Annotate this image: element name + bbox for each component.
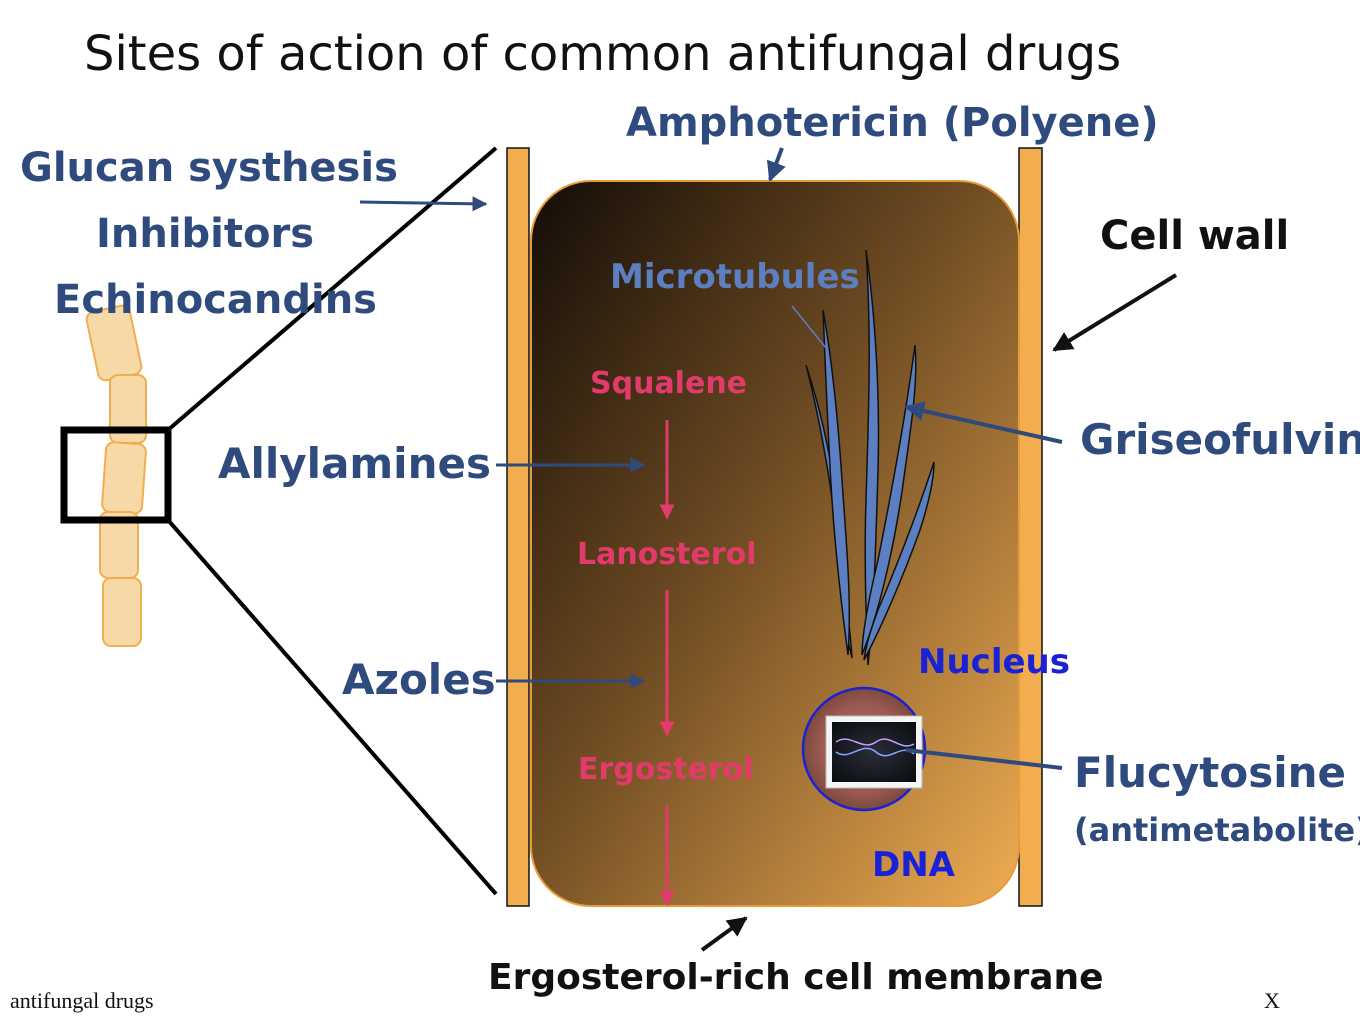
glucan-label-line3: Echinocandins [54,277,377,323]
glucan-label-line1: Glucan systhesis [20,145,398,191]
cell-wall-arrow [1052,273,1178,352]
azoles-label: Azoles [342,655,496,704]
footer-left: antifungal drugs [10,988,154,1013]
footer-right: X [1264,988,1280,1013]
zoom-line-bottom [166,518,498,896]
cell-wall-label: Cell wall [1100,213,1290,259]
griseofulvin-arrow [904,401,1063,444]
ergosterol-label: Ergosterol [578,752,754,787]
allylamines-label: Allylamines [218,439,491,488]
glucan-arrow [359,196,488,212]
fungal-hypha [85,304,147,647]
squalene-label: Squalene [590,366,748,401]
flucytosine-line [905,748,1063,770]
dna-label: DNA [872,845,955,885]
microtubules-pointer [791,305,827,349]
antimetabolite-label: (antimetabolite) [1074,811,1360,849]
cell-wall-left [506,147,530,907]
microtubules [805,249,935,666]
zoom-line-top [166,146,498,432]
page-title: Sites of action of common antifungal dru… [84,26,1122,82]
membrane-arrow [700,916,748,952]
microtubules-label: Microtubules [610,257,860,297]
griseofulvin-label: Griseofulvin [1080,415,1360,464]
flucytosine-label: Flucytosine [1074,748,1346,797]
amphotericin-arrow [766,147,786,182]
lanosterol-label: Lanosterol [577,537,757,572]
zoom-box [60,426,172,524]
cell-wall-right [1018,147,1043,907]
dna-helix-icon [835,738,915,757]
dna-image [832,722,916,782]
amphotericin-label: Amphotericin (Polyene) [626,100,1159,146]
glucan-label-line2: Inhibitors [96,211,315,257]
membrane-label: Ergosterol-rich cell membrane [488,957,1104,998]
nucleus-label: Nucleus [918,642,1070,682]
